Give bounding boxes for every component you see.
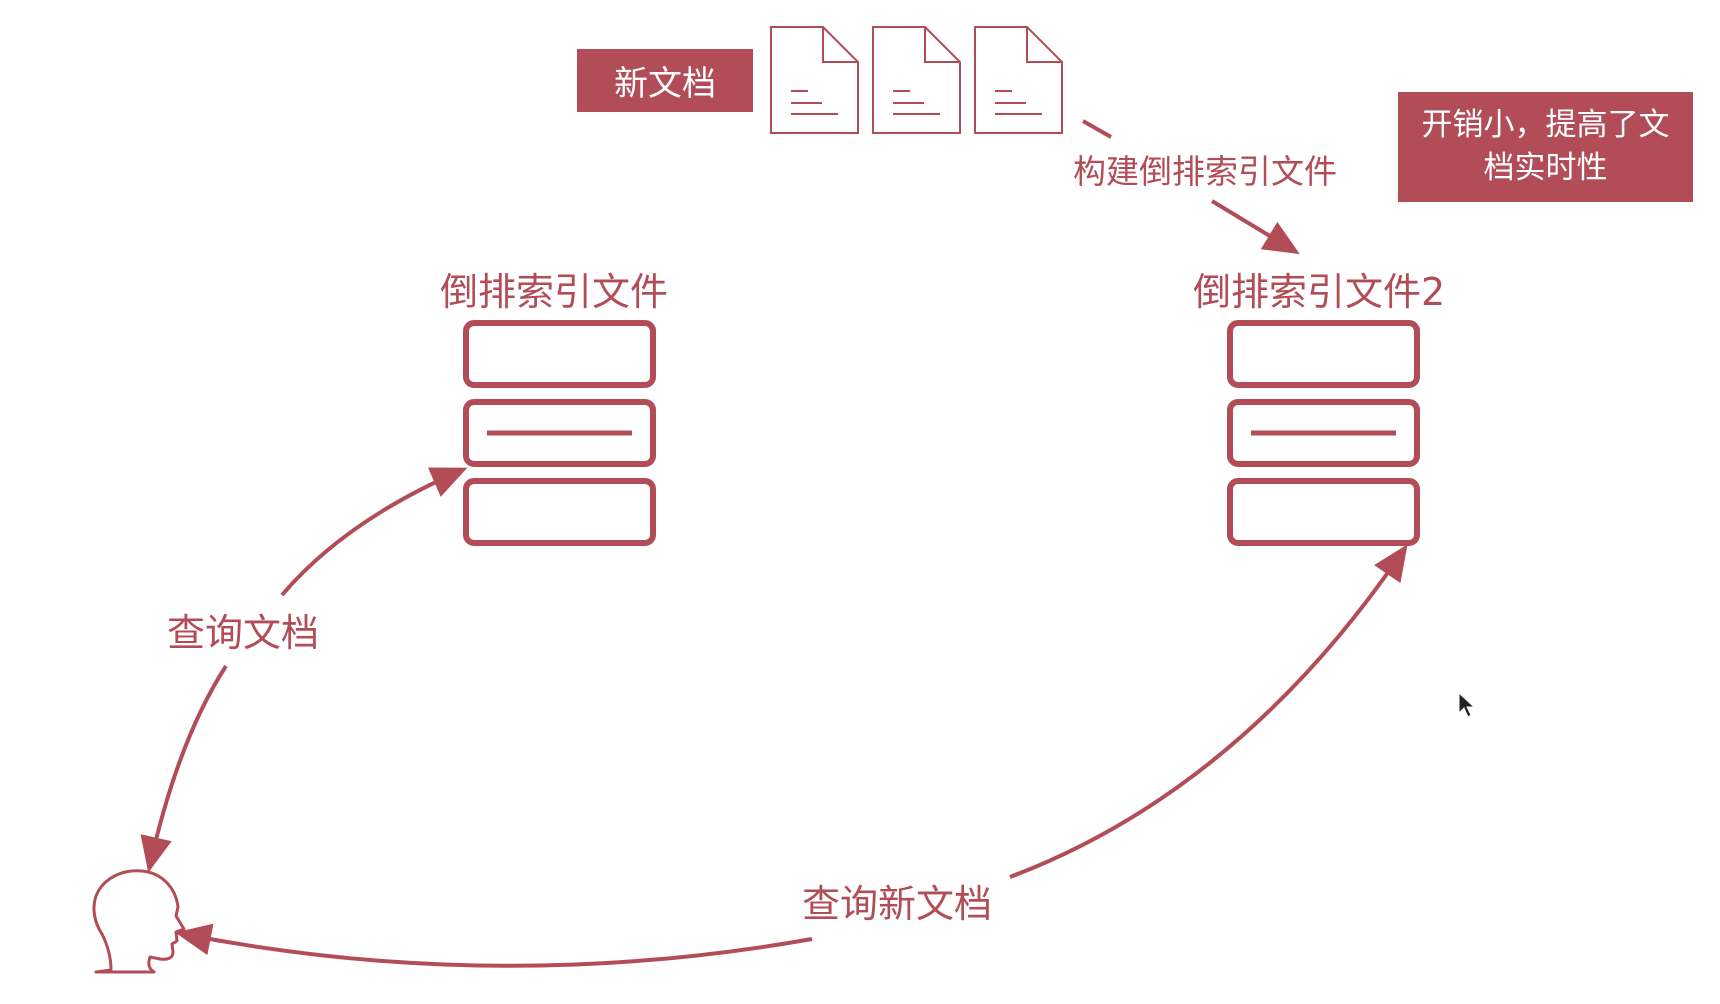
query-new-arrow-to-user	[175, 923, 813, 968]
mouse-cursor-icon	[1458, 691, 1476, 718]
build-index-label: 构建倒排索引文件	[1073, 152, 1337, 191]
index-stack-2	[1227, 320, 1420, 546]
query-document-label: 查询文档	[167, 611, 320, 655]
document-icon	[872, 26, 961, 134]
cost-note-badge: 开销小，提高了文 档实时性	[1398, 92, 1693, 202]
build-arrow-top-segment	[1082, 119, 1112, 139]
document-icon	[770, 26, 859, 134]
build-arrow	[1210, 199, 1300, 255]
index-2-title: 倒排索引文件2	[1193, 270, 1446, 314]
query-arrow-to-user	[140, 664, 228, 873]
document-icon	[974, 26, 1063, 134]
user-head-icon	[92, 869, 186, 974]
index-1-title: 倒排索引文件	[440, 270, 669, 314]
query-arrow-to-index1	[280, 467, 468, 597]
query-new-arrow-to-index2	[1009, 544, 1408, 879]
new-document-badge: 新文档	[577, 49, 753, 112]
index-stack-1	[463, 320, 656, 546]
query-new-document-label: 查询新文档	[802, 882, 993, 926]
